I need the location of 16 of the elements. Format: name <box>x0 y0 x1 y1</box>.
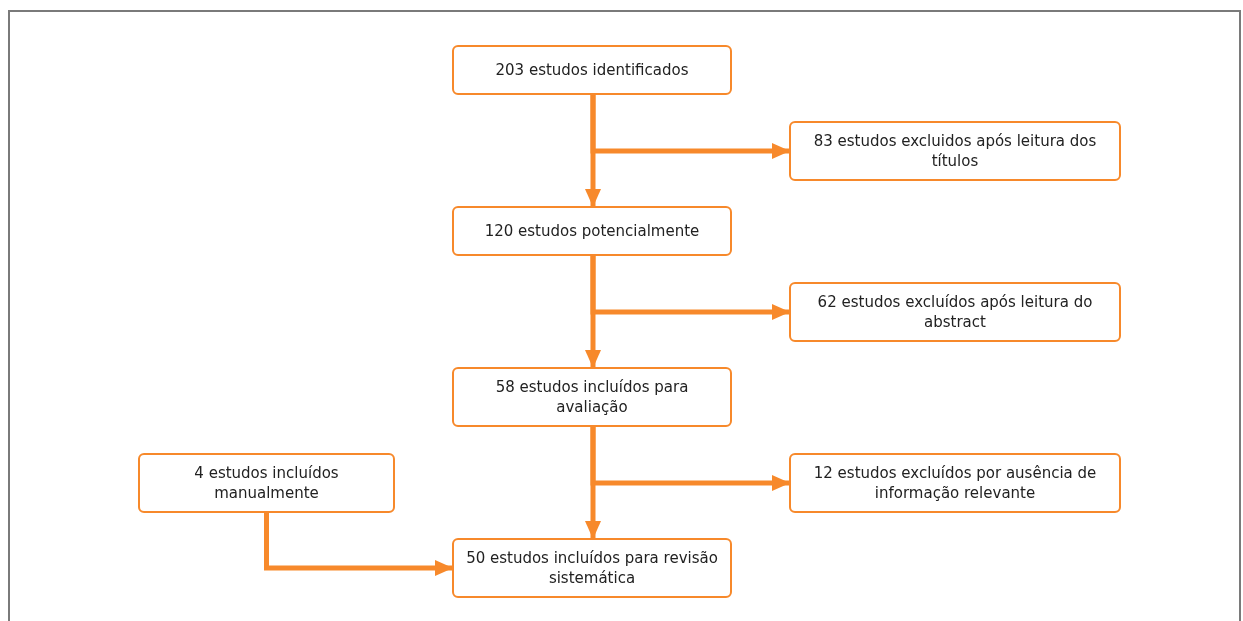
process-box <box>452 45 732 95</box>
process-box <box>138 453 395 513</box>
box-label: 120 estudos potencialmente <box>484 221 700 241</box>
box-label: 203 estudos identificados <box>495 60 689 80</box>
process-box <box>789 453 1121 513</box>
box-label: 62 estudos excluídos após leitura do abstract <box>816 292 1094 332</box>
process-box <box>789 282 1121 342</box>
box-label: 4 estudos incluídos manualmente <box>193 463 340 503</box>
process-box <box>789 121 1121 181</box>
box-label: 12 estudos excluídos por ausência de informação relevante <box>812 463 1098 503</box>
box-label: 58 estudos incluídos para avaliação <box>494 377 690 417</box>
box-label: 83 estudos excluidos após leitura dos títulos <box>812 131 1098 171</box>
process-box <box>452 367 732 427</box>
process-box <box>452 538 732 598</box>
process-box <box>452 206 732 256</box>
box-label: 50 estudos incluídos para revisão sistemática <box>466 548 718 588</box>
